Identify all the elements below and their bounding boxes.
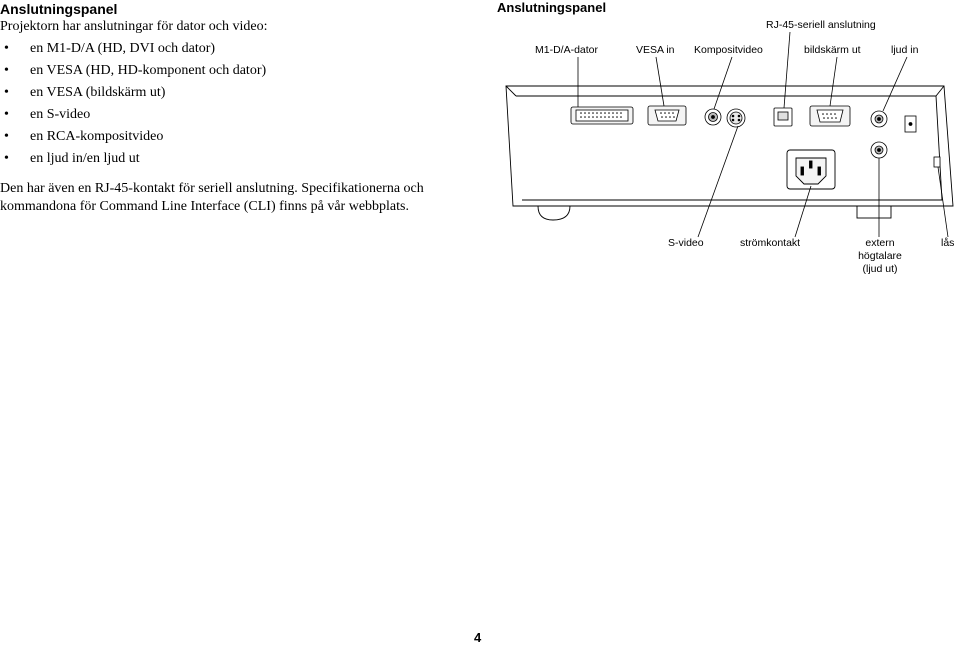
list-item: •en VESA (bildskärm ut) <box>0 82 480 104</box>
page-number: 4 <box>474 630 482 645</box>
bullet-icon: • <box>4 85 9 100</box>
bullet-icon: • <box>4 129 9 144</box>
bullet-icon: • <box>4 151 9 166</box>
m1da-pins <box>580 112 622 118</box>
label-m1da: M1-D/A-dator <box>535 44 599 56</box>
projector-body <box>505 85 954 207</box>
connector-list: •en M1-D/A (HD, DVI och dator) •en VESA … <box>0 38 480 170</box>
monitor-out-port <box>809 105 851 127</box>
connector-panel-diagram <box>505 31 954 238</box>
svideo-port <box>726 108 746 128</box>
composite-port <box>704 108 722 126</box>
switch-icon <box>904 115 917 133</box>
bullet-icon: • <box>4 41 9 56</box>
connector-description: Anslutningspanel Projektorn har anslutni… <box>0 0 480 216</box>
label-power: strömkontakt <box>740 237 801 249</box>
audio-in-port <box>870 110 888 128</box>
label-composite: Kompositvideo <box>694 44 763 56</box>
rj45-paragraph: Den har även en RJ-45-kontakt för seriel… <box>0 181 424 214</box>
section-heading: Anslutningspanel <box>0 1 118 17</box>
list-item: •en S-video <box>0 104 480 126</box>
bullet-icon: • <box>4 63 9 78</box>
list-item: •en VESA (HD, HD-komponent och dator) <box>0 60 480 82</box>
list-item: •en RCA-kompositvideo <box>0 126 480 148</box>
label-svideo: S-video <box>668 237 704 249</box>
label-rj45: RJ-45-seriell anslutning <box>766 19 876 31</box>
label-monitor-out: bildskärm ut <box>804 44 861 56</box>
projector-inner-edge <box>516 95 943 201</box>
lock-slot <box>933 156 941 168</box>
bullet-icon: • <box>4 107 9 122</box>
right-foot <box>856 205 892 219</box>
list-item: •en M1-D/A (HD, DVI och dator) <box>0 38 480 60</box>
label-speaker: extern högtalare (ljud ut) <box>858 237 902 275</box>
callout-lines <box>577 31 949 238</box>
rj45-port <box>773 107 793 127</box>
m1da-port <box>570 106 634 125</box>
intro-text: Projektorn har anslutningar för dator oc… <box>0 19 268 34</box>
power-inlet <box>786 149 836 190</box>
label-vesa-in: VESA in <box>636 44 675 56</box>
list-item: •en ljud in/en ljud ut <box>0 148 480 170</box>
left-foot <box>537 205 571 221</box>
diagram-title: Anslutningspanel <box>497 0 607 15</box>
label-lock: lås <box>941 237 955 249</box>
vesa-in-port <box>647 105 687 126</box>
label-audio-in: ljud in <box>891 44 919 56</box>
audio-out-port <box>870 141 888 159</box>
